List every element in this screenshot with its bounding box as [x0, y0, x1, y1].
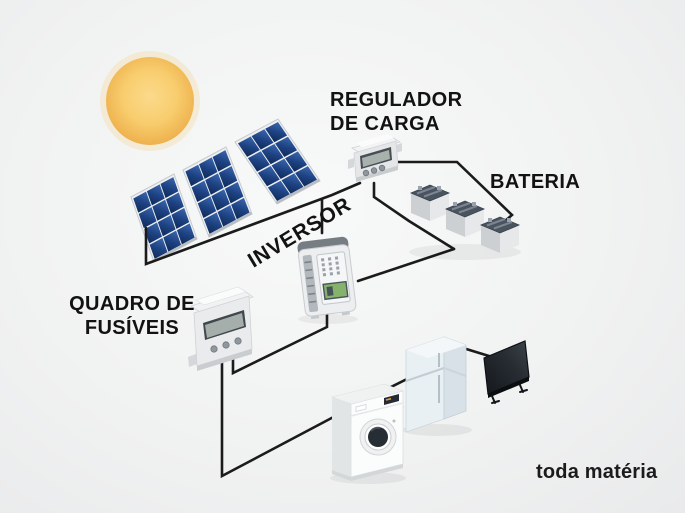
wire-panels-to-regulator — [144, 181, 362, 266]
fusebox-button — [234, 337, 242, 345]
battery-2 — [445, 200, 485, 238]
battery-1 — [410, 184, 450, 222]
wire-regulator-to-battery-bottom — [372, 181, 456, 251]
charge-regulator-device — [348, 134, 402, 182]
solar-panel-2 — [183, 147, 252, 237]
refrigerator — [405, 336, 467, 433]
washer-button — [355, 403, 367, 413]
inverter-keypad — [320, 256, 341, 277]
regulator-button — [378, 164, 386, 172]
fuse-box-device — [188, 286, 254, 371]
battery-bank — [410, 184, 520, 254]
washer-door — [368, 427, 388, 447]
watermark-logo: toda matéria — [536, 461, 658, 483]
washing-machine — [330, 383, 405, 481]
inverter-device — [297, 236, 357, 320]
tv — [483, 340, 530, 404]
tv-screen — [483, 340, 530, 395]
solar-panel-3 — [235, 119, 320, 204]
regulator-button — [362, 169, 370, 177]
tv-legs — [491, 384, 528, 404]
washer-display — [384, 394, 399, 405]
wire-battery-to-inverter — [356, 247, 456, 283]
sun — [100, 51, 200, 151]
inverter-lcd — [322, 280, 349, 301]
wire-inverter-to-fusebox — [231, 310, 329, 376]
fusebox-button — [222, 341, 230, 349]
label-charge-regulator: REGULADOR DE CARGA — [330, 89, 463, 136]
wire-fusebox-to-appliances — [220, 356, 379, 479]
regulator-button — [370, 167, 378, 174]
fusebox-button — [210, 345, 218, 353]
label-battery: BATERIA — [490, 171, 581, 193]
label-fuse-box: QUADRO DE FUSÍVEIS — [69, 293, 195, 340]
